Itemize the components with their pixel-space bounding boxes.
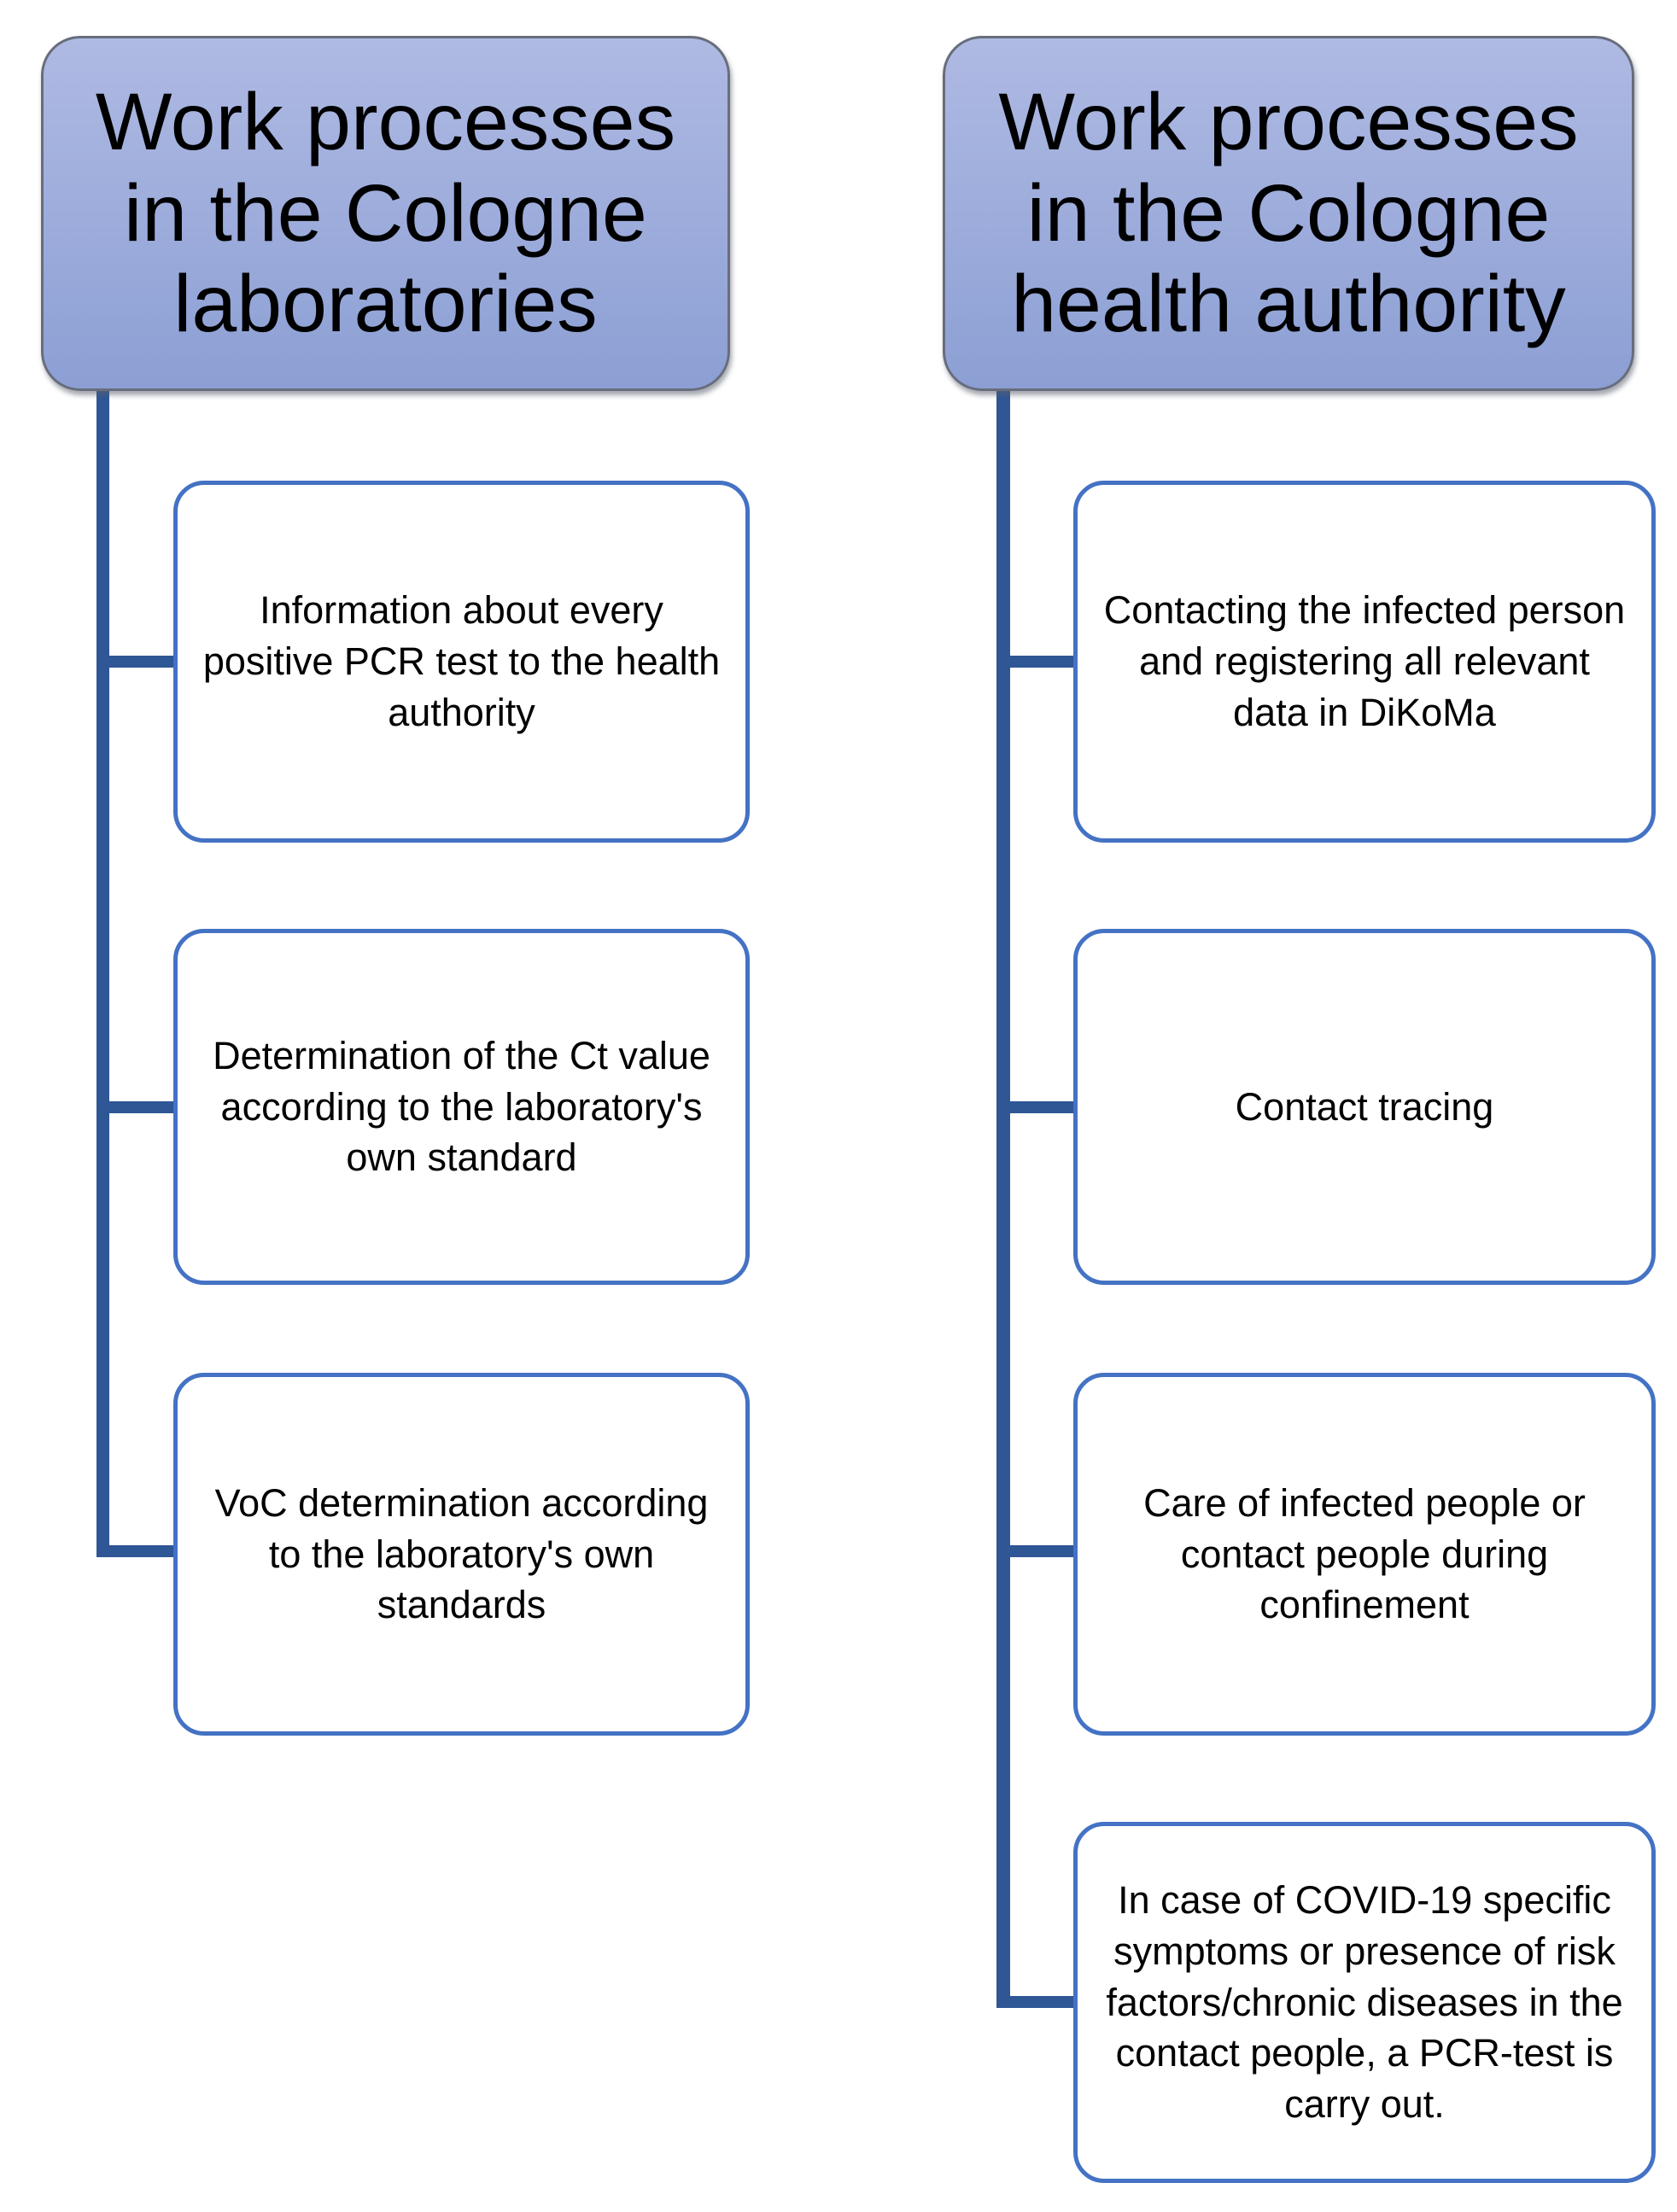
header-label-laboratories: Work processes in the Cologne laboratori… <box>95 77 676 350</box>
process-node-pcr-information: Information about every positive PCR tes… <box>173 481 750 843</box>
process-node-pcr-test-for-contacts: In case of COVID-19 specific symptoms or… <box>1073 1822 1656 2183</box>
process-node-label: Determination of the Ct value according … <box>213 1033 710 1180</box>
process-node-label: Care of infected people or contact peopl… <box>1143 1480 1586 1627</box>
process-node-voc-determination: VoC determination according to the labor… <box>173 1373 750 1736</box>
connector-trunk-laboratories <box>96 384 109 1557</box>
process-node-label: Information about every positive PCR tes… <box>202 588 721 734</box>
connector-stub <box>102 1545 178 1557</box>
process-node-ct-value: Determination of the Ct value according … <box>173 929 750 1285</box>
header-box-laboratories: Work processes in the Cologne laboratori… <box>41 36 730 391</box>
process-node-care-during-confinement: Care of infected people or contact peopl… <box>1073 1373 1656 1736</box>
process-node-label: VoC determination according to the labor… <box>214 1480 709 1627</box>
connector-trunk-health-authority <box>996 384 1010 2008</box>
connector-stub <box>1002 1101 1078 1113</box>
process-node-contacting-infected-person: Contacting the infected person and regis… <box>1073 481 1656 843</box>
connector-stub <box>1002 656 1078 668</box>
connector-stub <box>1002 1545 1078 1557</box>
process-node-label: In case of COVID-19 specific symptoms or… <box>1106 1877 1623 2127</box>
process-node-contact-tracing: Contact tracing <box>1073 929 1656 1285</box>
connector-stub <box>1002 1996 1078 2008</box>
header-label-health-authority: Work processes in the Cologne health aut… <box>998 77 1579 350</box>
process-node-label: Contacting the infected person and regis… <box>1103 588 1626 734</box>
process-node-label: Contact tracing <box>1235 1084 1494 1129</box>
header-box-health-authority: Work processes in the Cologne health aut… <box>943 36 1634 391</box>
connector-stub <box>102 1101 178 1113</box>
connector-stub <box>102 656 178 668</box>
